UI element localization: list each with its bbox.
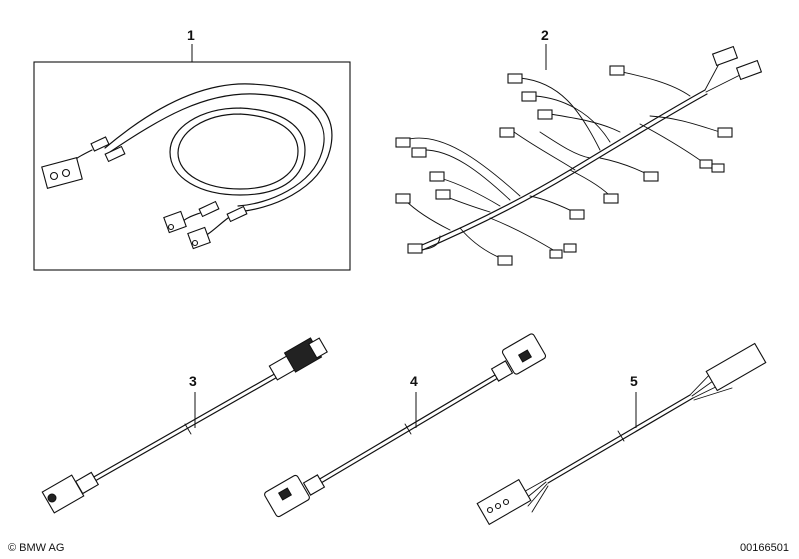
part-1-pin-2 (61, 168, 71, 178)
part-2-branch-1 (704, 61, 721, 91)
part-2-connector-7 (717, 127, 733, 138)
part-5-pin-2 (494, 502, 502, 510)
part-2-connector-17 (395, 193, 411, 204)
part-2-connector-3 (609, 65, 625, 76)
part-4-cable[interactable]: 4 (264, 333, 547, 518)
part-2-branch-10 (539, 131, 591, 159)
part-5-pin-1 (486, 506, 494, 514)
part-2-branch-20 (489, 217, 561, 255)
part-2-connector-15 (429, 171, 445, 182)
part-1-sleeve-a (90, 136, 110, 152)
part-2-branch-8 (639, 123, 709, 167)
part-2-connector-4 (507, 73, 523, 84)
part-2-connector-14 (411, 147, 427, 158)
part-4-connector-top-latch (517, 349, 533, 363)
part-2-connector-top-2 (735, 59, 763, 81)
part-2-branch-15 (439, 177, 501, 207)
part-1-coil-inner (109, 93, 325, 207)
part-5-cable[interactable]: 5 (476, 342, 767, 526)
part-4-wire (317, 371, 501, 481)
part-2-branch-2 (705, 73, 743, 93)
part-1-coil-outer (104, 83, 333, 213)
part-5-wire (544, 394, 691, 481)
part-2-connector-20 (549, 249, 563, 259)
part-1-sleeve-c (198, 200, 220, 218)
part-2-connector-top-1 (711, 45, 739, 67)
part-5-wire-2 (547, 397, 694, 484)
part-2-trunk-2 (417, 93, 708, 253)
part-1-sleeve-d (226, 205, 248, 223)
callout-5: 5 (630, 373, 638, 389)
part-2-connector-9 (643, 171, 659, 182)
part-4-connector-bottom-latch (277, 487, 293, 501)
part-1-cable[interactable]: 1 (33, 27, 351, 271)
part-2-connector-11 (603, 193, 619, 204)
part-3-wire-2 (94, 374, 282, 482)
part-1-connector-right-b (187, 226, 211, 250)
part-1-pin-3 (167, 223, 175, 231)
part-5-fan-bottom-4 (531, 485, 549, 513)
part-3-break-mark (184, 423, 192, 435)
part-5-fan-top-4 (693, 387, 733, 401)
part-1-pin-1 (49, 171, 59, 181)
part-2-connector-8 (699, 159, 713, 169)
part-3-wire (91, 371, 279, 479)
callout-3: 3 (189, 373, 197, 389)
part-2-branch-5 (534, 95, 611, 143)
copyright-label: © BMW AG (8, 542, 65, 554)
part-3-connector-top-tip (308, 337, 328, 359)
part-2-branch-19 (459, 227, 506, 261)
part-2-connector-20b (563, 243, 577, 253)
part-5-break-mark (617, 430, 625, 442)
part-2-branch-7 (649, 115, 721, 133)
part-4-break-mark (404, 423, 412, 435)
part-2-branch-4 (519, 77, 601, 151)
part-1-lead-right-a (181, 212, 201, 223)
part-2-branch-13 (404, 137, 521, 197)
part-2-connector-19 (497, 255, 513, 266)
document-number: 00166501 (740, 542, 789, 554)
part-2-connector-18 (407, 243, 423, 254)
part-2-connector-16 (435, 189, 451, 200)
part-1-pin-4 (191, 239, 199, 247)
part-2-harness[interactable]: 2 (395, 27, 763, 266)
part-5-connector-top (705, 342, 767, 392)
part-2-trunk (414, 89, 706, 249)
part-3-cable[interactable]: 3 (41, 337, 328, 514)
part-1-connector-right-a (163, 210, 187, 234)
part-2-branch-6 (549, 113, 621, 133)
callout-1: 1 (187, 27, 195, 43)
part-2-connector-5 (521, 91, 537, 102)
part-2-connector-12 (569, 209, 585, 220)
callout-4: 4 (410, 373, 418, 389)
part-1-coil-loop (169, 107, 306, 196)
part-4-connector-top-sleeve (490, 360, 514, 382)
part-1-sleeve-b (104, 145, 126, 163)
part-2-connector-8b (711, 163, 725, 173)
part-2-connector-10 (499, 127, 515, 138)
part-2-branch-3 (621, 71, 691, 97)
part-2-connector-13 (395, 137, 411, 148)
part-2-branch-10b (513, 131, 576, 171)
part-5-fan-bottom-3 (527, 483, 548, 507)
part-1-lead-right-b (207, 217, 229, 235)
part-2-connector-6 (537, 109, 553, 120)
part-3-pin (47, 493, 57, 503)
part-2-branch-16 (443, 195, 491, 213)
part-4-wire-2 (320, 374, 504, 484)
part-3-connector-bottom (41, 474, 85, 514)
part-5-pin-3 (502, 498, 510, 506)
part-1-coil-loop-2 (177, 113, 299, 190)
callout-2: 2 (541, 27, 549, 43)
part-2-branch-14 (419, 149, 511, 201)
part-4-connector-bottom-sleeve (302, 474, 326, 496)
part-2-branch-17 (404, 199, 451, 231)
